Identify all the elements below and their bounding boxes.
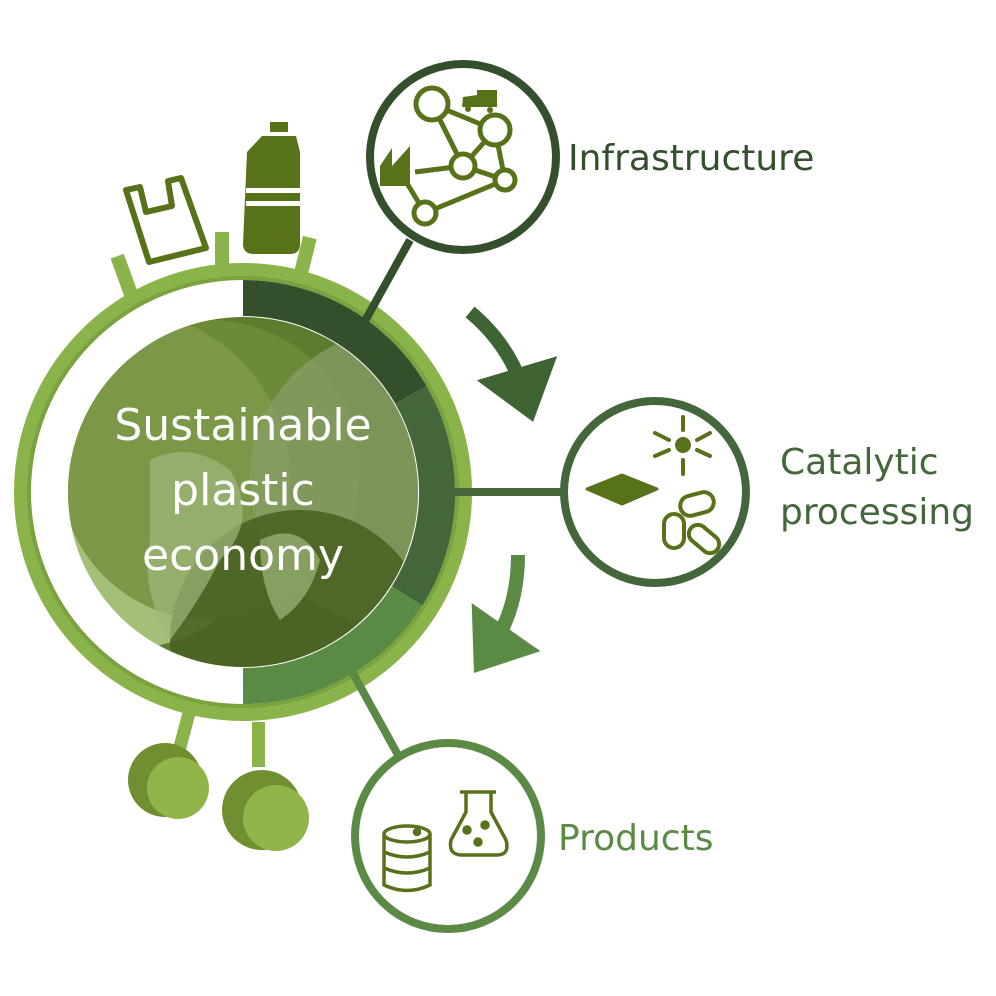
catalytic-arc: [391, 385, 456, 606]
factory-icon: [380, 146, 410, 186]
center-title-line-3: economy: [142, 530, 344, 581]
infrastructure-label: Infrastructure: [568, 138, 814, 179]
products-arc: [242, 586, 423, 705]
center-title-line-1: Sustainable: [114, 400, 371, 451]
products-connector: [346, 666, 402, 757]
input-connectors: [110, 232, 317, 297]
flask-icon: [448, 790, 509, 857]
output-nodes: [128, 711, 309, 851]
stage-arcs: [242, 280, 456, 705]
center-title: Sustainable plastic economy: [114, 400, 371, 581]
barrel-icon: [382, 824, 432, 893]
plastic-bag-icon: [123, 175, 209, 265]
pellets-icon: [662, 490, 722, 556]
catalyst-icon: [585, 415, 722, 556]
light-icon: [653, 415, 712, 476]
globe: [68, 317, 418, 667]
arrow-to-catalytic-icon: [465, 306, 558, 422]
infrastructure-connector: [356, 238, 414, 332]
truck-icon: [462, 90, 497, 113]
stage-infrastructure: [366, 60, 560, 254]
center-title-line-2: plastic: [171, 465, 315, 516]
stage-catalytic: [560, 397, 750, 587]
plastic-bottle-icon: [243, 122, 300, 254]
catalytic-label-line-2: processing: [780, 492, 974, 533]
catalytic-label-line-1: Catalytic: [780, 442, 939, 483]
products-label: Products: [558, 818, 713, 859]
infrastructure-arc: [242, 280, 427, 405]
network-icon: [402, 85, 518, 227]
stage-products: [351, 739, 545, 933]
arrow-to-products-icon: [471, 554, 541, 673]
